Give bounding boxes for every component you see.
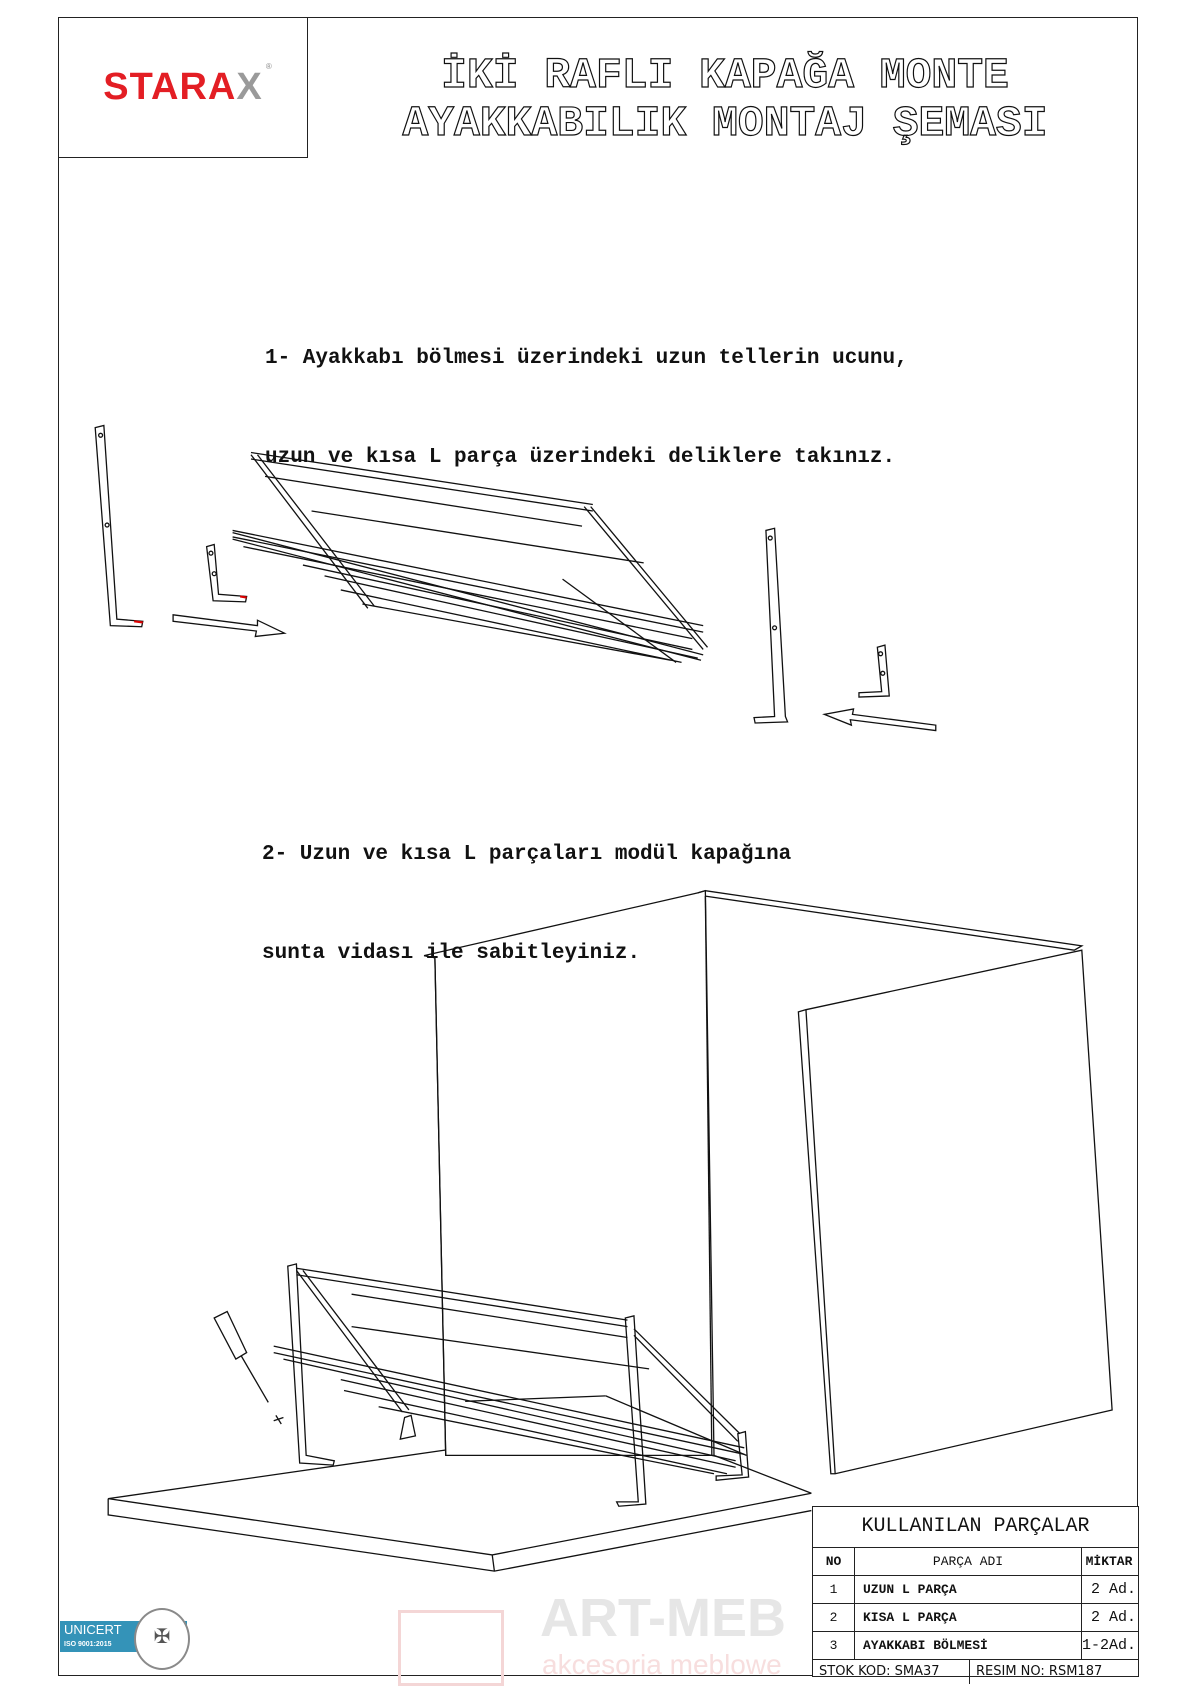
step-2-line-1: 2- Uzun ve kısa L parçaları modül kapağı… (262, 843, 792, 866)
header-name: PARÇA ADI (855, 1548, 1082, 1575)
row-qty: 2 Ad. (1090, 1609, 1136, 1626)
row-no: 3 (813, 1632, 855, 1659)
table-row: 3 AYAKKABI BÖLMESİ 1-2Ad. (813, 1632, 1138, 1660)
step-1-instruction: 1- Ayakkabı bölmesi üzerindeki uzun tell… (265, 276, 908, 507)
shoe-rack-part (232, 451, 709, 664)
row-name: AYAKKABI BÖLMESİ (855, 1632, 1082, 1659)
step-2-instruction: 2- Uzun ve kısa L parçaları modül kapağı… (262, 772, 791, 1003)
parts-table-title: KULLANILAN PARÇALAR (813, 1507, 1138, 1548)
arrow-right-icon (172, 614, 287, 638)
long-l-bracket-right (753, 527, 789, 724)
row-name: KISA L PARÇA (855, 1604, 1082, 1631)
short-l-bracket-left (205, 543, 248, 603)
table-row: 1 UZUN L PARÇA 2 Ad. (813, 1576, 1138, 1604)
short-l-bracket-right (858, 644, 890, 698)
cabinet-base-board (107, 1449, 812, 1572)
row-qty: 2 Ad. (1090, 1581, 1136, 1598)
cert-standard: ISO 9001:2015 (64, 1641, 112, 1648)
page-frame (58, 17, 1138, 1676)
arrow-left-icon (822, 708, 937, 732)
starax-logo: STARAX® (103, 62, 273, 108)
installed-shoe-rack (273, 1263, 750, 1507)
screwdriver-icon (213, 1310, 284, 1425)
title-line-1: İKİ RAFLI KAPAĞA MONTE (441, 51, 1010, 100)
header-no: NO (813, 1548, 855, 1575)
parts-table: KULLANILAN PARÇALAR NO PARÇA ADI MİKTAR … (812, 1506, 1139, 1684)
table-row: 2 KISA L PARÇA 2 Ad. (813, 1604, 1138, 1632)
row-no: 2 (813, 1604, 855, 1631)
unicert-badge: UNICERT ISO 9001:2015 (60, 1621, 187, 1652)
row-no: 1 (813, 1576, 855, 1603)
long-l-bracket-left (94, 424, 144, 628)
page-title: İKİ RAFLI KAPAĞA MONTE AYAKKABILIK MONTA… (320, 51, 1130, 148)
step-1-line-2: uzun ve kısa L parça üzerindeki delikler… (265, 446, 896, 469)
drawing-number: RESIM NO: RSM187 (976, 1664, 1103, 1679)
step-2-line-2: sunta vidası ile sabitleyiniz. (262, 942, 641, 965)
title-line-2: AYAKKABILIK MONTAJ ŞEMASI (402, 99, 1048, 148)
step-1-line-1: 1- Ayakkabı bölmesi üzerindeki uzun tell… (265, 347, 908, 370)
logo-box: STARAX® (58, 17, 308, 158)
cert-name: UNICERT (64, 1622, 122, 1637)
eagle-seal-icon: ✠ (134, 1608, 190, 1670)
header-qty: MİKTAR (1085, 1554, 1133, 1569)
parts-table-header: NO PARÇA ADI MİKTAR (813, 1548, 1138, 1576)
cabinet (423, 889, 1113, 1475)
row-qty: 1-2Ad. (1082, 1637, 1137, 1654)
row-name: UZUN L PARÇA (855, 1576, 1082, 1603)
parts-table-footer: STOK KOD: SMA37 RESIM NO: RSM187 (813, 1660, 1138, 1684)
stock-code: STOK KOD: SMA37 (813, 1660, 970, 1684)
